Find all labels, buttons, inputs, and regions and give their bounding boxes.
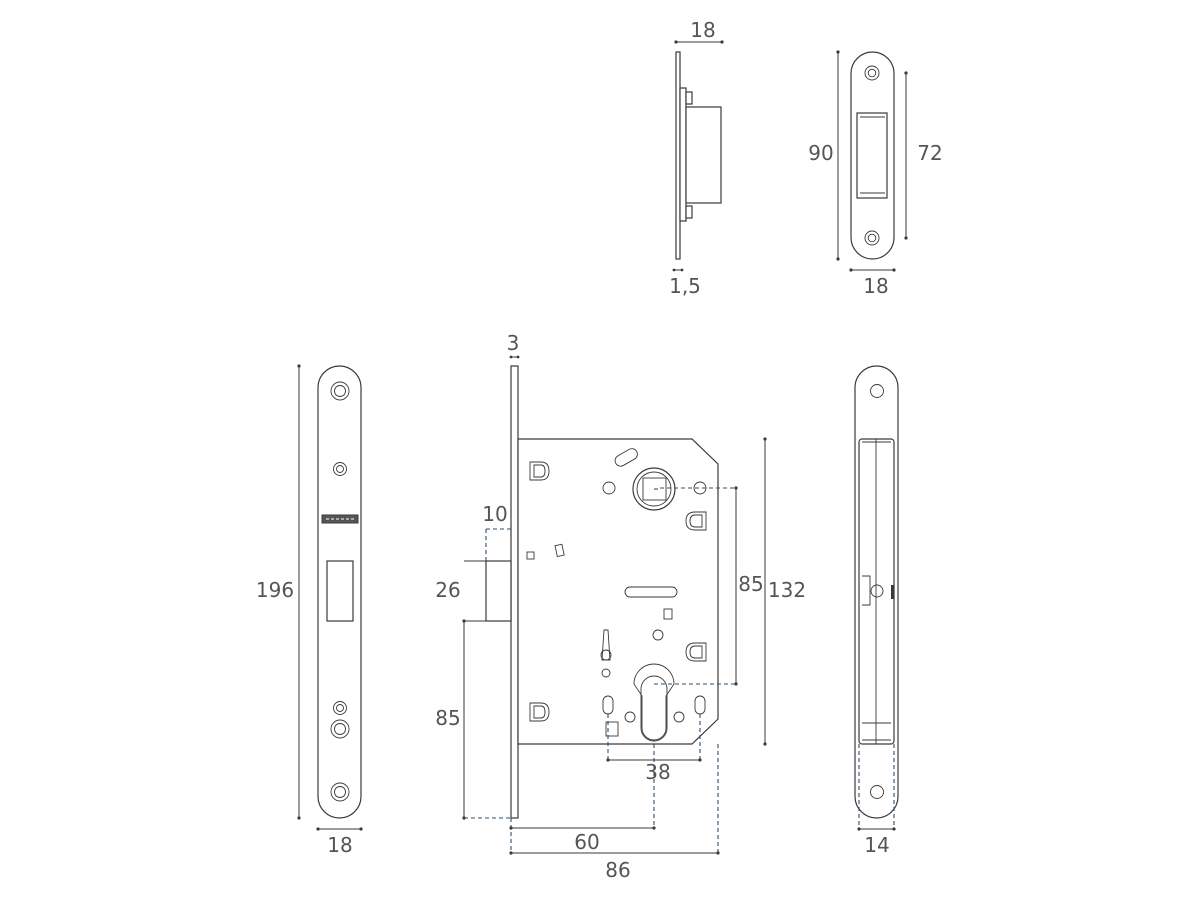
dim-latch-to-bottom: 85 [435, 706, 460, 730]
mounting-lug [685, 642, 707, 662]
strike-side-view: 18 1,5 [669, 18, 724, 298]
dim-faceplate-width: 18 [327, 833, 352, 857]
dim-cylinder-screw-spacing: 38 [645, 760, 670, 784]
dim-strike-depth: 18 [690, 18, 715, 42]
dim-handle-to-cylinder: 85 [738, 572, 763, 596]
dim-backset: 60 [574, 830, 599, 854]
mounting-lug [685, 511, 707, 531]
dim-case-depth: 86 [605, 858, 630, 882]
dim-case-height: 132 [768, 578, 806, 602]
dim-strike-width: 18 [863, 274, 888, 298]
faceplate-front-view: 196 18 [256, 364, 363, 857]
handle-follower [632, 467, 676, 511]
dim-latch-offset: 10 [482, 502, 507, 526]
dim-strike-height: 90 [808, 141, 833, 165]
lock-body-view: 3 10 26 85 85 132 38 60 86 [435, 331, 806, 882]
cylinder-cutout [633, 663, 675, 742]
strike-front-view: 90 72 18 [808, 50, 943, 298]
dim-side-width: 14 [864, 833, 889, 857]
dim-faceplate-thickness: 3 [507, 331, 520, 355]
dim-strike-hole-spacing: 72 [917, 141, 942, 165]
dim-faceplate-length: 196 [256, 578, 294, 602]
dim-latch-height: 26 [435, 578, 460, 602]
mounting-lug [529, 461, 550, 481]
mounting-lug [529, 702, 550, 722]
dim-strike-plate-thickness: 1,5 [669, 274, 701, 298]
faceplate-side-view: 14 [854, 365, 899, 857]
